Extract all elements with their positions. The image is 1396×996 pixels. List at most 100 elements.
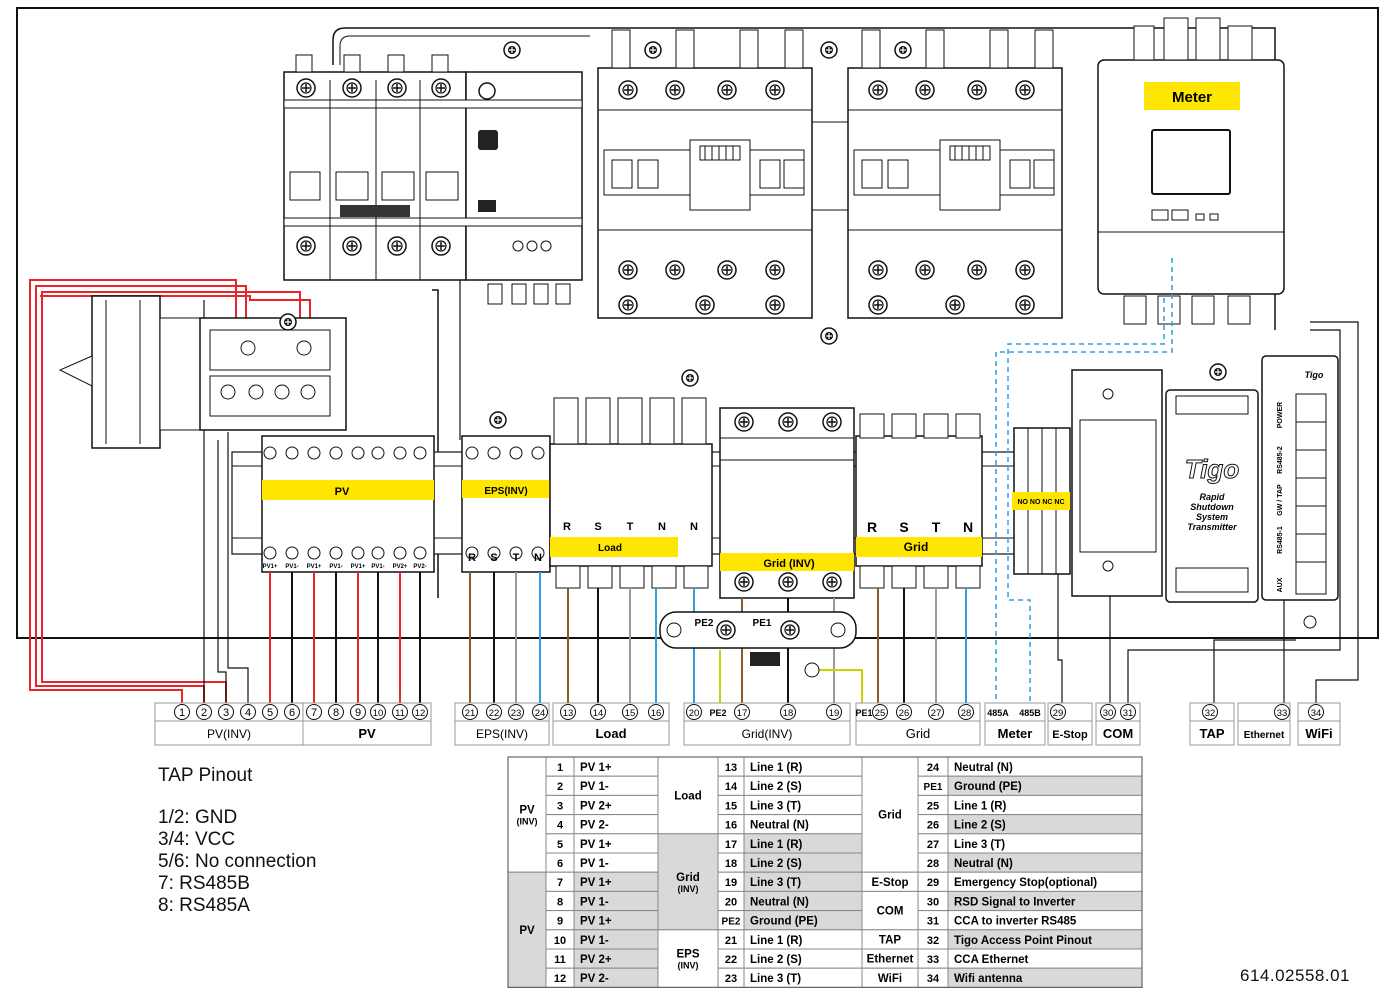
tap-pinout-title: TAP Pinout [158,765,253,786]
terminal-number-circle [284,704,300,720]
contact-bar-label: NO NO NC NC [1017,499,1064,506]
terminal-group-label: PV [358,726,376,741]
terminal-number-circle [560,704,576,720]
terminal-group-label: Load [595,726,626,741]
pin-table-desc: Line 2 (S) [954,820,1006,832]
pv-terminal-screw [371,546,385,560]
terminal-number: 12 [415,708,426,719]
pin-table-num: 4 [557,820,564,832]
load-terminal-label: N [690,521,698,533]
terminal-number: 21 [465,708,476,719]
pin-table-num: 27 [927,839,939,851]
pv-terminal-screw [413,546,427,560]
terminal-number: 9 [355,707,361,719]
pin-table-num: 22 [725,954,737,966]
pin-table-num: 16 [725,820,737,832]
pv-terminal-block: PV PV1+PV1-PV1+PV1-PV1+PV1-PV2+PV2- [261,435,435,573]
pin-table-desc: Line 1 (R) [750,762,803,774]
pin-table-desc: Line 1 (R) [750,935,803,947]
pin-table-num: 15 [725,800,737,812]
terminal-number-circle [240,704,256,720]
tigo-logo: Tigo [1185,454,1240,484]
pin-table-group-label: Grid [676,872,700,884]
terminal-number-circle [532,704,548,720]
tap-pinout-line: 8: RS485A [158,895,250,916]
terminal-group-label: Grid(INV) [742,727,793,741]
pin-table-group-cell [507,871,547,988]
terminal-number-circle [1308,704,1324,720]
pin-table-desc: PV 1- [580,935,609,947]
contactor-2 [847,29,1063,319]
pin-table-group-label: PV [519,805,535,817]
pin-table-num: 17 [725,839,737,851]
terminal-number-circle [1120,704,1136,720]
pin-table-num: 25 [927,800,939,812]
tap-pinout-line: 3/4: VCC [158,829,236,850]
terminal-number: 485A [987,708,1009,718]
eps-bar-label: EPS(INV) [484,486,527,497]
pv-terminal-label: PV2+ [393,564,408,570]
terminal-number-circle [958,704,974,720]
pin-table-desc: Line 3 (T) [750,877,801,889]
pin-table-group-label: TAP [879,934,901,946]
pin-table-group-label: E-Stop [871,877,908,889]
pv-terminal-screw [285,446,299,460]
pin-table-group-label: COM [877,906,904,918]
terminal-number: 18 [783,708,794,719]
pin-table-num: 19 [725,877,737,889]
pv-terminal-screw [263,446,277,460]
pin-table-desc: RSD Signal to Inverter [954,896,1076,908]
pin-table-desc: PV 2- [580,820,609,832]
terminal-number: 27 [931,708,942,719]
terminal-number: 485B [1019,708,1041,718]
pin-table-num: 12 [554,973,566,985]
pin-table-num: 1 [557,762,563,774]
pv-terminal-screw [393,546,407,560]
pv-terminal-label: PV1- [285,564,298,570]
contactor-1 [597,29,813,319]
terminal-number-circle [392,704,408,720]
pin-table-group-label: Ethernet [867,954,914,966]
pe-ground-bar: PE2 PE1 [659,611,857,678]
pin-table-num: 21 [725,935,737,947]
grid-inv-breaker: Grid (INV) [719,407,855,599]
terminal-number-circle [1100,704,1116,720]
load-bar-label: Load [598,543,622,554]
eps-terminal-label: T [513,552,520,564]
terminal-number: 14 [593,708,604,719]
terminal-number: 23 [511,708,522,719]
terminal-number-circle [262,704,278,720]
mount-screw-icon [503,41,521,59]
pin-table-desc: Neutral (N) [954,858,1013,870]
terminal-number-circle [1274,704,1290,720]
pv-terminal-label: PV1- [329,564,342,570]
terminal-number-circle [1202,704,1218,720]
terminal-number: 8 [333,707,339,719]
terminal-number-circle [648,704,664,720]
pin-table-num: 18 [725,858,737,870]
pin-table-num: 34 [927,973,940,985]
terminal-number-circle [928,704,944,720]
pin-table-desc: Neutral (N) [954,762,1013,774]
terminal-number: 1 [179,707,185,719]
grid-terminal-label: T [932,519,941,535]
pin-table-desc: Neutral (N) [750,896,809,908]
tap-pinout-legend: TAP Pinout 1/2: GND 3/4: VCC 5/6: No con… [158,765,418,917]
terminal-group-label: Meter [998,726,1033,741]
terminal-number: PE2 [709,708,726,718]
pin-table-desc: PV 2+ [580,954,612,966]
terminal-number: 29 [1053,708,1064,719]
terminal-number-circle [350,704,366,720]
pin-table-num: 28 [927,858,939,870]
terminal-number-circle [622,704,638,720]
pv-terminal-screw [307,546,321,560]
terminal-number-circle [486,704,502,720]
pin-table-num: 33 [927,954,939,966]
meter-label: Meter [1172,89,1212,106]
tigo-desc-line: Rapid [1199,492,1225,502]
